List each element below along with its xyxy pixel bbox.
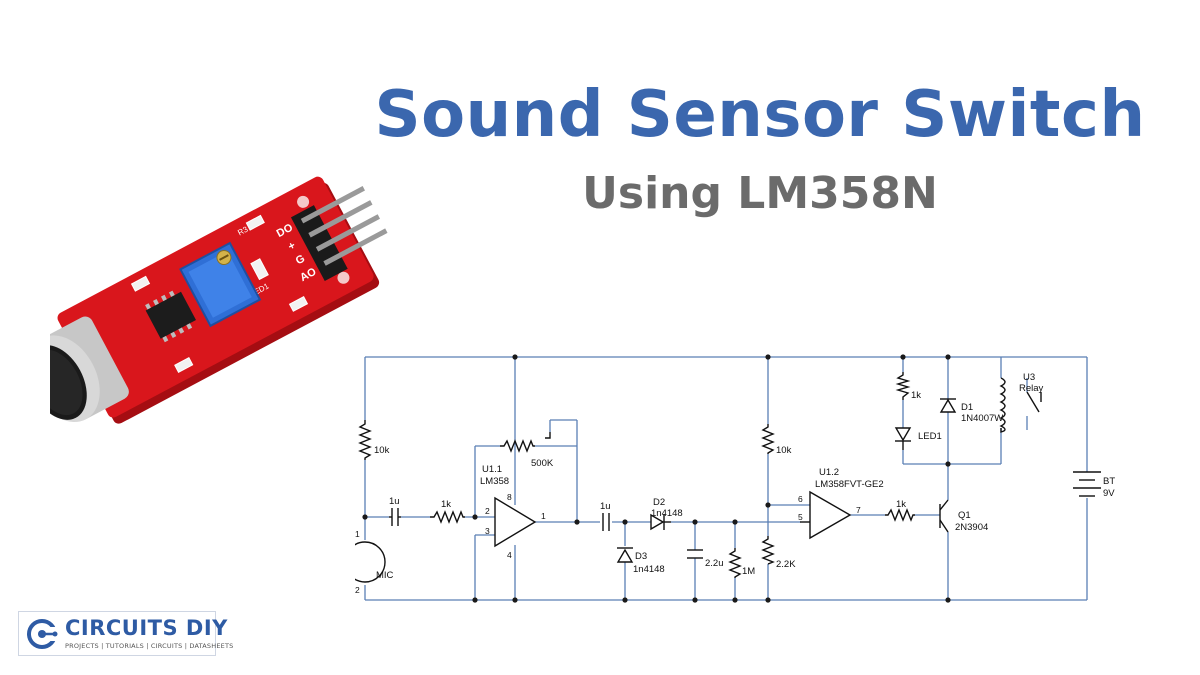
label-d2: D2 (653, 497, 665, 508)
label-led1: LED1 (918, 431, 942, 442)
label-d1: D1 (961, 402, 973, 413)
silk-r3: R3 (236, 224, 250, 237)
label-q1-value: 2N3904 (955, 522, 988, 533)
page-title: Sound Sensor Switch (374, 78, 1146, 152)
opamp-u1-1 (494, 496, 537, 548)
diode-d2 (650, 513, 665, 531)
pin-u1-1-1: 1 (541, 511, 546, 521)
logo-name: CIRCUITS DIY (65, 616, 228, 640)
logo-tagline: PROJECTS | TUTORIALS | CIRCUITS | DATASH… (65, 642, 234, 650)
diode-d1 (939, 398, 957, 413)
label-r-2k2: 2.2K (776, 559, 796, 570)
label-bt1: BT1 (1103, 476, 1115, 487)
microphone-symbol (355, 541, 386, 583)
resistor-1k-input (430, 510, 465, 524)
opamp-u1-2 (809, 490, 852, 540)
relay-coil (999, 377, 1006, 433)
label-d1-value: 1N4007W (961, 413, 1003, 424)
potentiometer-500k (500, 439, 535, 453)
label-cap-1u-b: 1u (600, 501, 611, 512)
label-mic: MIC (376, 570, 394, 581)
label-r-10k-left: 10k (374, 445, 390, 456)
label-u3: U3 (1023, 372, 1035, 383)
label-d3-value: 1n4148 (633, 564, 665, 575)
wires (364, 356, 1088, 601)
circuit-schematic: 10k MIC 1u 1k U1.1 LM358 500K 1u D2 1n41… (355, 354, 1115, 603)
label-r-1m: 1M (742, 566, 755, 577)
label-u1-1-value: LM358 (480, 476, 509, 487)
pin-u1-2-7: 7 (856, 505, 861, 515)
pin-mic-2: 2 (355, 585, 360, 595)
label-r-1k-c: 1k (911, 390, 921, 401)
label-u3-value: Relay (1019, 383, 1044, 394)
label-u1-1: U1.1 (482, 464, 502, 475)
resistor-1m (728, 548, 742, 578)
label-u1-2-value: LM358FVT-GE2 (815, 479, 884, 490)
label-d3: D3 (635, 551, 647, 562)
circuits-diy-logo[interactable]: CIRCUITS DIY PROJECTS | TUTORIALS | CIRC… (18, 611, 233, 656)
resistor-1k-led (895, 372, 911, 400)
label-cap-1u-a: 1u (389, 496, 400, 507)
pin-u1-1-4: 4 (507, 550, 512, 560)
pin-u1-1-3: 3 (485, 526, 490, 536)
sound-sensor-module-image: DO + G AO R3 LED1 (50, 176, 388, 424)
pin-label-plus: + (286, 240, 297, 254)
junction-dots (362, 354, 951, 603)
pin-u1-2-5: 5 (798, 512, 803, 522)
label-pot-500k: 500K (531, 458, 554, 469)
resistor-10k-divider (761, 424, 775, 454)
label-q1: Q1 (958, 510, 971, 521)
resistor-2k2 (761, 536, 775, 565)
label-u1-2: U1.2 (819, 467, 839, 478)
diode-d3 (616, 548, 634, 563)
label-r-1k-a: 1k (441, 499, 451, 510)
pin-u1-1-2: 2 (485, 506, 490, 516)
label-cap-2u2: 2.2u (705, 558, 724, 569)
logo-icon (27, 619, 59, 649)
led1 (894, 427, 912, 442)
label-d2-value: 1n4148 (651, 508, 683, 519)
pin-u1-2-6: 6 (798, 494, 803, 504)
resistor-1k-base (885, 508, 915, 522)
page-subtitle: Using LM358N (582, 168, 938, 219)
pin-mic-1: 1 (355, 529, 360, 539)
label-r-1k-b: 1k (896, 499, 906, 510)
label-r-10k-b: 10k (776, 445, 792, 456)
resistor-10k-left (358, 420, 372, 460)
label-bt1-value: 9V - 12V (1103, 488, 1115, 499)
lm358-chip (145, 291, 197, 339)
pin-u1-1-8: 8 (507, 492, 512, 502)
